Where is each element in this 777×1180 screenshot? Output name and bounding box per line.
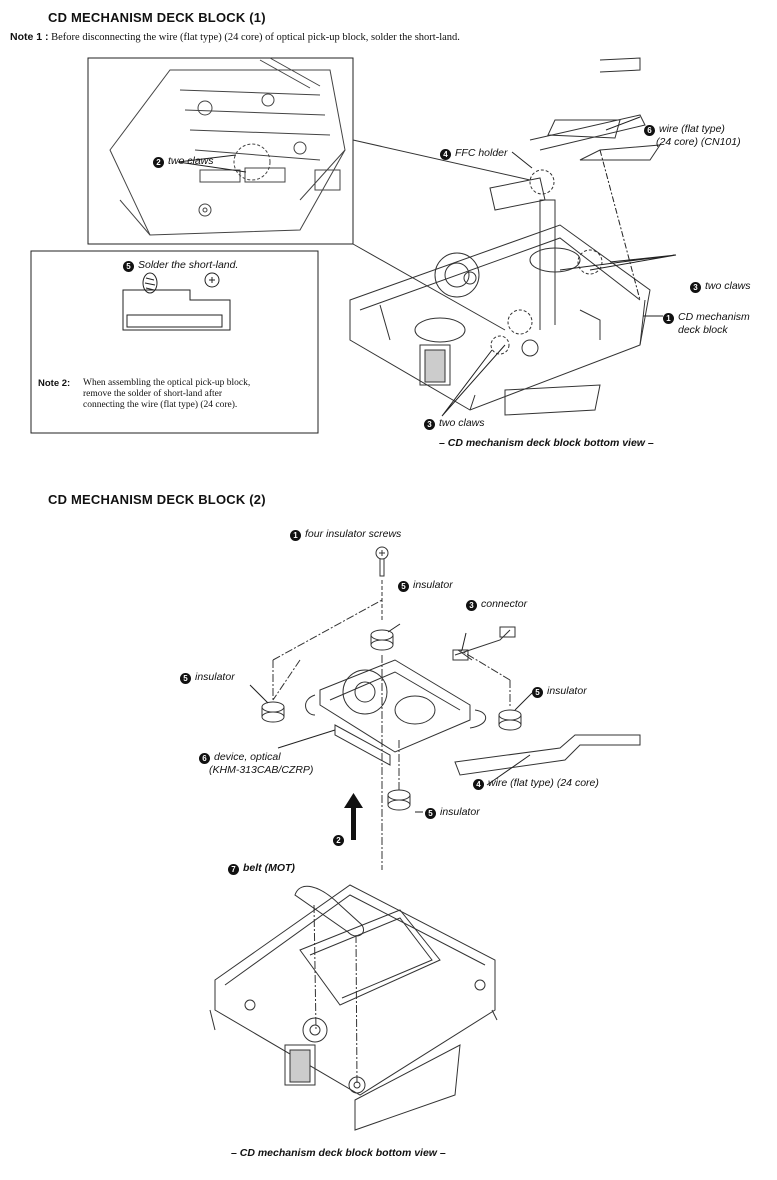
short-land-sketch (122, 272, 231, 331)
step-5-s2d-badge: 5 (425, 808, 436, 819)
step-1-s2-badge: 1 (290, 530, 301, 541)
step-5-s2a-badge: 5 (398, 581, 409, 592)
step-3-badge: 3 (690, 282, 701, 293)
device-leader (277, 729, 336, 749)
step-1-badge: 1 (663, 313, 674, 324)
wire-s2-leader (486, 754, 531, 786)
insulator-top-label: 5 insulator (398, 579, 453, 592)
step-4-s2-badge: 4 (473, 779, 484, 790)
two-claws-right-label: 3 two claws (690, 280, 751, 293)
wire-label: 6 wire (flat type) (24 core) (CN101) (644, 123, 741, 148)
note2-line-1: When assembling the optical pick-up bloc… (83, 378, 251, 388)
claws-detail-sketch (109, 57, 346, 236)
insulator-bottom-text: insulator (440, 806, 480, 818)
step-5-badge: 5 (123, 261, 134, 272)
belt-label: 7 belt (MOT) (228, 862, 295, 875)
step-5-s2c-badge: 5 (532, 687, 543, 698)
wire-s2-text: wire (flat type) (24 core) (488, 777, 599, 789)
note1-label: Note 1 : (10, 31, 49, 43)
connector-label: 3 connector (466, 598, 527, 611)
deck-block-sketch-1 (349, 57, 661, 416)
solder-inset-box (30, 250, 319, 434)
insulator-left-label: 5 insulator (180, 671, 235, 684)
ffc-leader (511, 151, 533, 169)
insulator-left-text: insulator (195, 671, 235, 683)
section1-title: CD MECHANISM DECK BLOCK (1) (48, 10, 266, 25)
section1-caption: – CD mechanism deck block bottom view – (439, 437, 654, 449)
wire-text-2: (24 core) (CN101) (656, 136, 741, 148)
insulator-top-text: insulator (413, 579, 453, 591)
claws-leader (177, 154, 247, 173)
screws-text: four insulator screws (305, 528, 402, 540)
claws-b-leader (559, 254, 677, 271)
two-claws-bottom-text: two claws (439, 417, 485, 429)
wire-leader (605, 116, 641, 131)
wire-s2-label: 4 wire (flat type) (24 core) (473, 777, 599, 790)
step-5-s2b-badge: 5 (180, 673, 191, 684)
note2-label: Note 2: (38, 378, 71, 389)
two-claws-right-text: two claws (705, 280, 751, 292)
step-7-badge: 7 (228, 864, 239, 875)
insulator-right-leader (514, 692, 533, 711)
arrow-step-label: 2 (333, 833, 348, 846)
step-6-s2-badge: 6 (199, 753, 210, 764)
insulator-right-text: insulator (547, 685, 587, 697)
device-optical-text-2: (KHM-313CAB/CZRP) (209, 764, 314, 776)
step-4-badge: 4 (440, 149, 451, 160)
note2-line-2: remove the solder of short-land after (83, 389, 223, 399)
step-3b-badge: 3 (424, 419, 435, 430)
step-3-s2-badge: 3 (466, 600, 477, 611)
ffc-holder-label: 4 FFC holder (440, 147, 508, 160)
ffc-holder-text: FFC holder (455, 147, 508, 159)
solder-label: 5 Solder the short-land. (123, 259, 238, 272)
connector-leader (461, 632, 467, 651)
cd-mechanism-text: CD mechanism (678, 311, 750, 323)
section2-caption: – CD mechanism deck block bottom view – (231, 1147, 446, 1159)
device-optical-text: device, optical (214, 751, 281, 763)
note2: Note 2: When assembling the optical pick… (38, 378, 316, 411)
insulator-top-leader (387, 623, 401, 633)
step-2-s2-badge: 2 (333, 835, 344, 846)
claws-c-leader (441, 344, 506, 417)
connector-text: connector (481, 598, 528, 610)
up-arrow-icon (344, 793, 363, 840)
two-claws-bottom-label: 3 two claws (424, 417, 485, 430)
wire-text: wire (flat type) (659, 123, 725, 135)
step-2-badge: 2 (153, 157, 164, 168)
cd-mechanism-text-2: deck block (678, 324, 728, 336)
exploded-view-sketch (209, 546, 641, 1131)
insulator-bottom-label: 5 insulator (425, 806, 480, 819)
insulator-right-label: 5 insulator (532, 685, 587, 698)
insulator-left-leader (249, 684, 269, 704)
step-6-badge: 6 (644, 125, 655, 136)
two-claws-detail-label: 2 two claws (153, 155, 214, 168)
section2-title: CD MECHANISM DECK BLOCK (2) (48, 492, 266, 507)
device-optical-label: 6 device, optical (KHM-313CAB/CZRP) (199, 751, 313, 776)
solder-text: Solder the short-land. (138, 259, 239, 271)
note2-line-3: connecting the wire (flat type) (24 core… (83, 400, 238, 410)
two-claws-detail-text: two claws (168, 155, 214, 167)
note1: Note 1 : Before disconnecting the wire (… (10, 31, 460, 43)
belt-text: belt (MOT) (243, 862, 295, 874)
note1-text: Before disconnecting the wire (flat type… (51, 32, 460, 43)
detail-inset-box (87, 57, 354, 245)
cd-mechanism-label: 1 CD mechanism deck block (663, 311, 750, 336)
screws-label: 1 four insulator screws (290, 528, 401, 541)
